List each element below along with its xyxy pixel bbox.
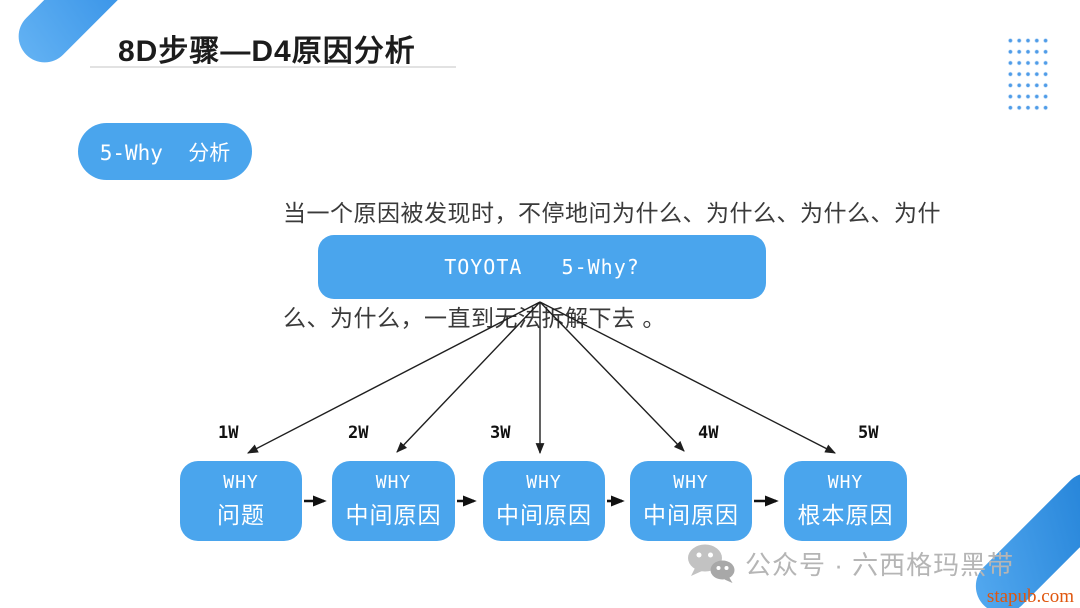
step-label-3w: 3W [490,423,511,443]
why-box-title: WHY [827,472,864,493]
why-box-title: WHY [526,472,562,493]
description-line-1: 当一个原因被发现时，不停地问为什么、为什么、为什么、为什 [283,200,941,226]
five-why-tag: 5-Why 分析 [78,123,252,180]
why-box-subtitle: 问题 [217,502,265,528]
why-box-subtitle: 中间原因 [643,502,739,528]
fan-arrows [247,301,836,455]
wechat-icon [688,544,735,583]
why-box-title: WHY [673,472,709,493]
dots-pattern-icon [1004,33,1048,112]
watermark-text: 公众号 · 六西格玛黑带 [745,550,1015,580]
why-box-5: WHY 根本原因 [784,461,907,541]
why-box-subtitle: 中间原因 [496,502,592,528]
why-box-title: WHY [375,472,412,493]
description-line-2: 么、为什么，一直到无法拆解下去 。 [283,305,666,331]
step-label-2w: 2W [348,423,369,443]
why-box-4: WHY 中间原因 [630,461,752,541]
why-box-2: WHY 中间原因 [332,461,455,541]
watermark: 公众号 · 六西格玛黑带 [686,543,1014,584]
why-box-1: WHY 问题 [180,461,302,541]
description-text: 当一个原因被发现时，不停地问为什么、为什么、为什么、为什 么、为什么，一直到无法… [283,126,941,406]
why-box-subtitle: 根本原因 [797,502,894,528]
why-box-subtitle: 中间原因 [345,502,442,528]
site-link[interactable]: stapub.com [986,586,1074,607]
toyota-5why-box: TOYOTA 5-Why? [318,235,766,299]
why-box-title: WHY [223,472,259,493]
step-label-4w: 4W [698,423,719,443]
title-underline [90,66,456,68]
step-label-5w: 5W [858,423,879,443]
step-label-1w: 1W [218,423,239,443]
page-title: 8D步骤—D4原因分析 [118,35,416,68]
why-box-3: WHY 中间原因 [483,461,605,541]
